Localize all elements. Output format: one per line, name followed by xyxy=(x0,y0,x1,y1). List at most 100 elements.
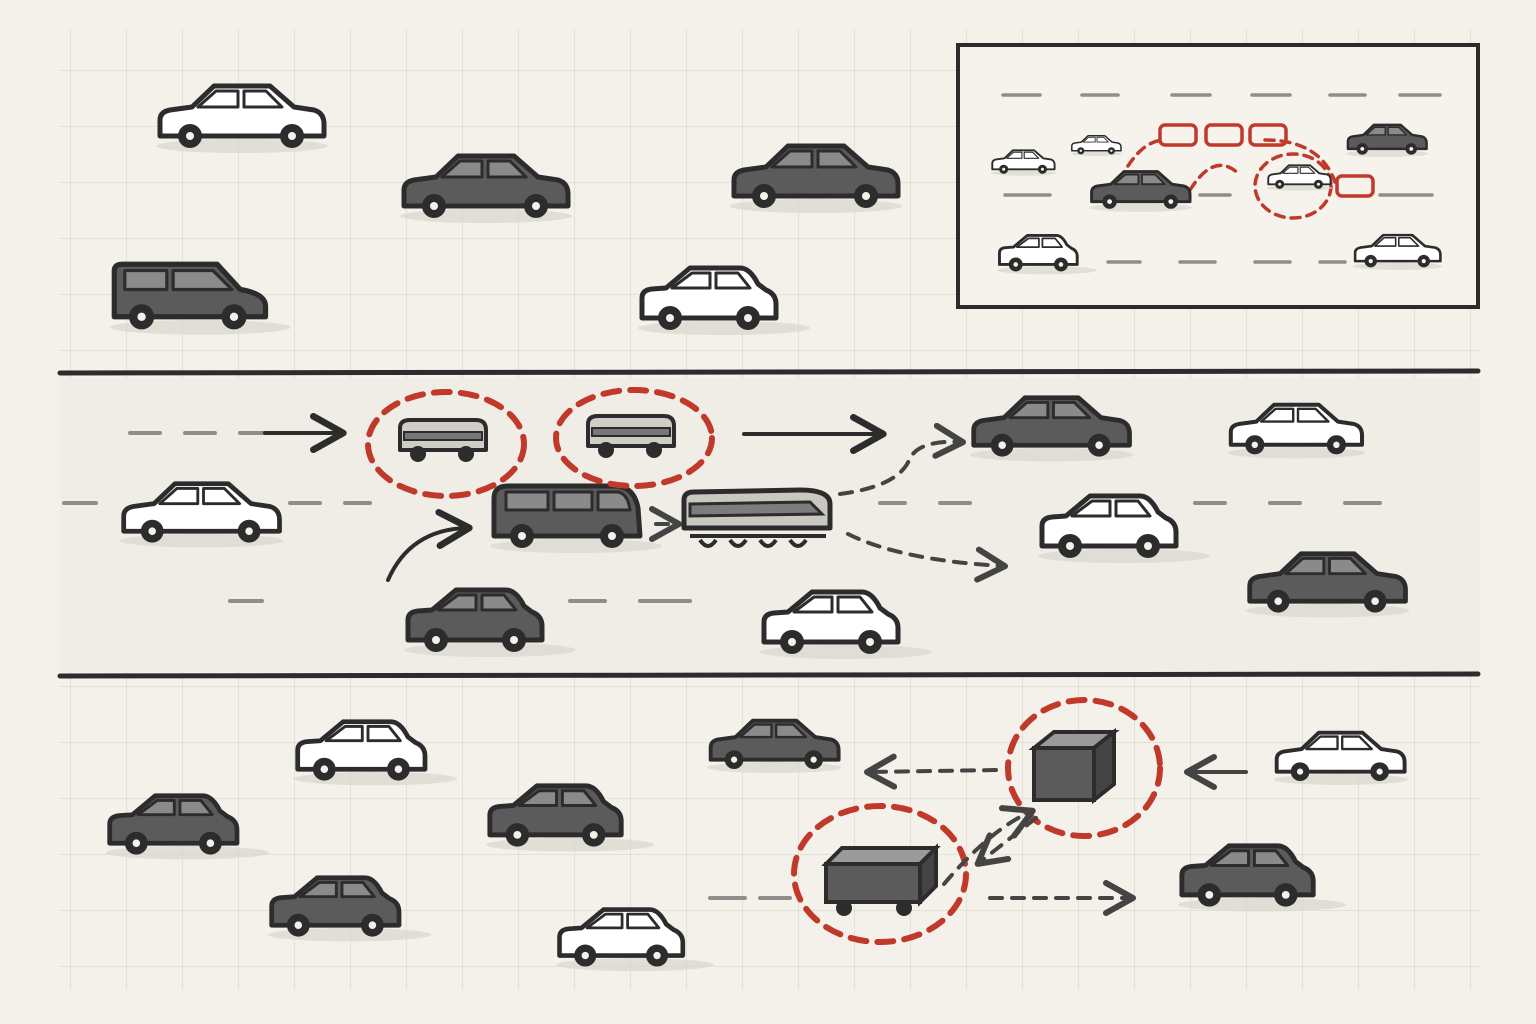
robotaxi-icon xyxy=(681,487,833,548)
vehicle-body xyxy=(157,83,327,139)
hatchback-icon xyxy=(1038,493,1210,563)
suv-icon xyxy=(110,261,291,335)
hubcap xyxy=(430,202,438,210)
sedan-icon xyxy=(1266,164,1333,191)
hatchback-icon xyxy=(485,783,655,852)
vehicle-layer xyxy=(105,83,1443,972)
hubcap xyxy=(1281,890,1290,899)
cart-side xyxy=(918,843,938,907)
hubcap xyxy=(1144,542,1152,550)
hubcap xyxy=(245,527,253,535)
inset-highlight-ring xyxy=(1253,152,1333,220)
vehicle-body xyxy=(401,153,571,209)
hubcap xyxy=(666,314,674,322)
wheel-icon xyxy=(410,446,426,462)
hubcap xyxy=(532,202,540,210)
cart-top xyxy=(821,846,941,866)
vehicle-shadow xyxy=(293,772,458,786)
wheel-icon xyxy=(458,446,474,462)
arrow-icon xyxy=(386,508,473,582)
vehicle-shadow xyxy=(485,837,655,852)
vehicle-body xyxy=(1274,730,1407,774)
overlay-layer xyxy=(263,387,1248,945)
hubcap xyxy=(1274,597,1282,605)
hubcap xyxy=(1107,199,1112,204)
vehicle-windows xyxy=(1284,557,1368,576)
track-wheel-icon xyxy=(788,538,808,548)
hubcap xyxy=(1079,149,1082,152)
hubcap xyxy=(288,132,296,140)
hubcap xyxy=(760,192,768,200)
track-wheel-icon xyxy=(698,538,718,548)
sedan-icon xyxy=(1070,135,1123,156)
vehicle-windows xyxy=(1008,401,1092,420)
vehicle-windows xyxy=(158,487,242,506)
hubcap xyxy=(862,192,870,200)
vehicle-windows xyxy=(123,269,234,292)
arrow-icon xyxy=(838,422,966,496)
vehicle-windows xyxy=(1082,136,1109,143)
vehicle-shadow xyxy=(110,319,291,335)
crate-front xyxy=(1032,746,1096,802)
wheel-icon xyxy=(836,900,852,916)
hubcap xyxy=(320,765,329,773)
vehicle-shadow xyxy=(638,321,810,335)
hubcap xyxy=(1168,199,1174,204)
vehicle-windows xyxy=(196,89,284,109)
cart-front xyxy=(824,862,922,904)
hubcap xyxy=(510,636,518,644)
hubcap xyxy=(1251,441,1258,448)
crate-side xyxy=(1092,727,1116,805)
vehicle-shadow xyxy=(267,928,432,942)
hatchback-icon xyxy=(267,875,432,942)
cargo-box-icon xyxy=(1028,727,1120,805)
hubcap xyxy=(1376,768,1383,775)
hubcap xyxy=(394,765,403,773)
vehicle-body xyxy=(1071,135,1122,152)
inset-route-red xyxy=(1188,163,1242,192)
road-edge-top xyxy=(57,368,1481,376)
hubcap xyxy=(206,839,215,847)
sedan-icon xyxy=(990,149,1057,176)
vehicle-shadow xyxy=(997,266,1097,275)
hubcap xyxy=(1421,259,1426,264)
hubcap xyxy=(653,951,661,960)
hatchback-icon xyxy=(105,793,270,860)
arrow-icon xyxy=(846,532,1008,583)
vehicle-body xyxy=(1346,123,1428,151)
inset-marker-red xyxy=(1335,174,1375,198)
vehicle-windows xyxy=(440,159,528,179)
hatchback-icon xyxy=(638,265,810,335)
vehicle-windows xyxy=(585,912,661,930)
vehicle-windows xyxy=(670,271,752,290)
vehicle-body xyxy=(1353,233,1442,263)
hubcap xyxy=(518,532,526,540)
vehicle-shadow xyxy=(1177,897,1347,912)
sedan-icon xyxy=(707,718,842,773)
vehicle-windows xyxy=(517,789,598,807)
hubcap xyxy=(589,830,598,839)
inset-marker-red xyxy=(1204,123,1244,147)
vehicle-shadow xyxy=(1038,549,1210,563)
vehicle-body xyxy=(971,395,1132,448)
hubcap xyxy=(744,314,752,322)
vehicle-body xyxy=(121,481,282,534)
vehicle-windows xyxy=(1305,735,1374,751)
sedan-icon xyxy=(1245,551,1410,618)
inset-marker-red xyxy=(1158,123,1198,147)
hatchback-icon xyxy=(404,587,576,657)
vehicle-body xyxy=(1090,170,1192,204)
vehicle-windows xyxy=(1374,236,1420,247)
vehicle-windows xyxy=(792,595,874,614)
vehicle-shadow xyxy=(105,846,270,860)
hubcap xyxy=(1316,182,1320,186)
vehicle-windows xyxy=(504,490,632,512)
sedan-icon xyxy=(730,143,902,213)
dashed-highlight-ring-icon xyxy=(553,387,715,489)
hubcap xyxy=(866,638,874,646)
hubcap xyxy=(1278,182,1282,186)
hubcap xyxy=(229,312,239,321)
hatchback-icon xyxy=(555,907,715,972)
vehicle-windows xyxy=(436,593,518,612)
hatchback-icon xyxy=(1177,843,1347,912)
